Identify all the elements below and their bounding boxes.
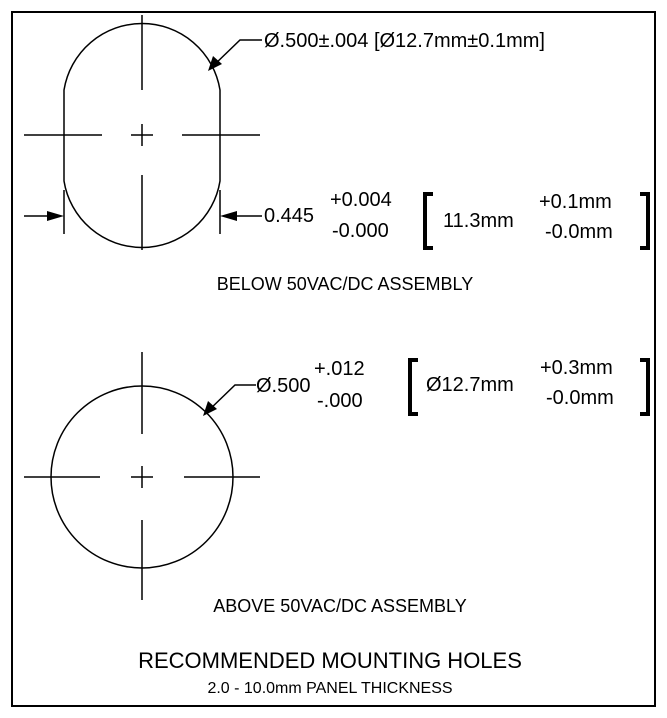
diameter-value-bottom: Ø.500 [256, 375, 310, 397]
diameter-note: Ø.500±.004 [Ø12.7mm±0.1mm] [264, 30, 545, 52]
bracket-right [640, 192, 650, 250]
footer-subtitle: 2.0 - 10.0mm PANEL THICKNESS [207, 680, 452, 697]
metric-width-tol-minus: -0.0mm [545, 221, 613, 243]
diameter-leader [211, 39, 262, 68]
arrowhead-leader-bottom [203, 401, 217, 416]
metric-width-tol-plus: +0.1mm [539, 191, 612, 213]
metric-bracket-top [423, 192, 650, 250]
metric-diameter-value: Ø12.7mm [426, 374, 514, 396]
bottom-diagram-label: ABOVE 50VAC/DC ASSEMBLY [213, 596, 466, 616]
flatted-hole-outline [63, 22, 221, 249]
bracket-left-bottom [408, 358, 418, 416]
diameter-leader-bottom [206, 384, 256, 413]
top-diagram-label: BELOW 50VAC/DC ASSEMBLY [217, 274, 473, 294]
diameter-tol-minus-bottom: -.000 [317, 390, 363, 412]
top-arrowheads [47, 56, 237, 221]
bracket-right-bottom [640, 358, 650, 416]
metric-bracket-bottom [408, 358, 650, 416]
arrowhead-right [220, 211, 237, 221]
metric-diameter-tol-plus: +0.3mm [540, 357, 613, 379]
width-tol-minus: -0.000 [332, 220, 389, 242]
drawing-border [11, 11, 656, 707]
arrowhead-left [47, 211, 64, 221]
width-tol-plus: +0.004 [330, 189, 392, 211]
diameter-tol-plus-bottom: +.012 [314, 358, 365, 380]
width-value: 0.445 [264, 205, 314, 227]
metric-diameter-tol-minus: -0.0mm [546, 387, 614, 409]
round-hole-diagram [24, 352, 260, 600]
footer-title: RECOMMENDED MOUNTING HOLES [138, 648, 522, 673]
arrowhead-leader [208, 56, 222, 71]
metric-width-value: 11.3mm [443, 210, 514, 232]
bracket-left [423, 192, 433, 250]
